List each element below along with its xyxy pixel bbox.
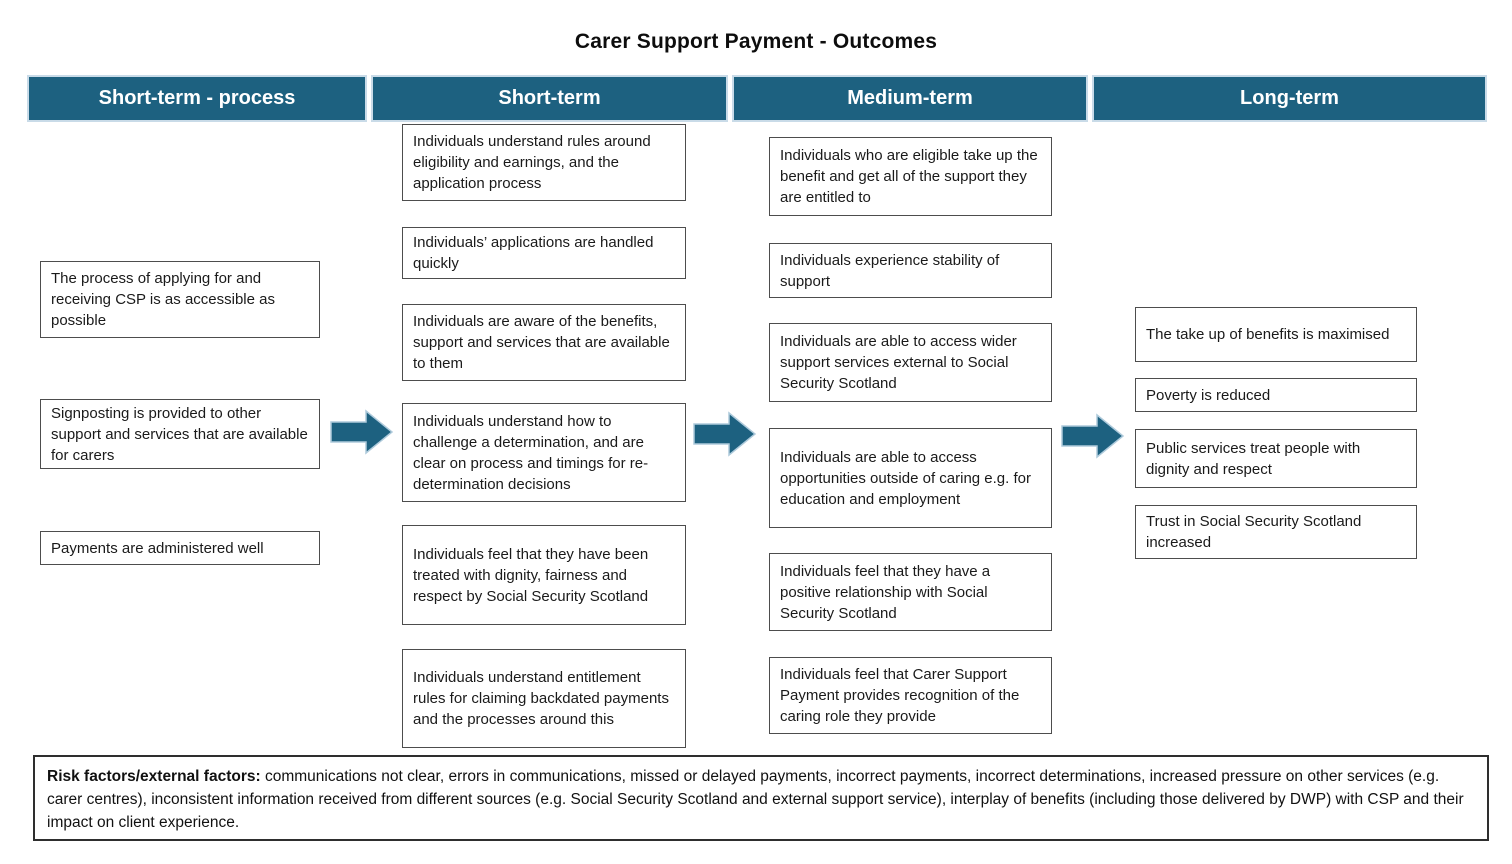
short-term-process-box-1: The process of applying for and receivin…: [40, 261, 320, 338]
medium-term-box-5: Individuals feel that they have a positi…: [769, 553, 1052, 631]
medium-term-box-1: Individuals who are eligible take up the…: [769, 137, 1052, 216]
short-term-box-6: Individuals understand entitlement rules…: [402, 649, 686, 748]
risk-factors-note: Risk factors/external factors: communica…: [33, 755, 1489, 841]
long-term-box-4: Trust in Social Security Scotland increa…: [1135, 505, 1417, 559]
short-term-box-2: Individuals’ applications are handled qu…: [402, 227, 686, 279]
medium-term-box-2: Individuals experience stability of supp…: [769, 243, 1052, 298]
risk-factors-label: Risk factors/external factors:: [47, 768, 261, 785]
medium-term-box-3: Individuals are able to access wider sup…: [769, 323, 1052, 402]
page-title: Carer Support Payment - Outcomes: [574, 30, 938, 53]
short-term-process-box-3: Payments are administered well: [40, 531, 320, 565]
short-term-process-box-2: Signposting is provided to other support…: [40, 399, 320, 469]
medium-term-box-4: Individuals are able to access opportuni…: [769, 428, 1052, 528]
column-header-short-term-process: Short-term - process: [27, 75, 367, 122]
short-term-box-3: Individuals are aware of the benefits, s…: [402, 304, 686, 381]
long-term-box-2: Poverty is reduced: [1135, 378, 1417, 412]
short-term-box-4: Individuals understand how to challenge …: [402, 403, 686, 502]
arrow-right-icon: [693, 411, 757, 457]
long-term-box-1: The take up of benefits is maximised: [1135, 307, 1417, 362]
arrow-right-icon: [330, 409, 394, 455]
medium-term-box-6: Individuals feel that Carer Support Paym…: [769, 657, 1052, 734]
risk-factors-text: communications not clear, errors in comm…: [47, 768, 1464, 831]
short-term-box-5: Individuals feel that they have been tre…: [402, 525, 686, 625]
column-header-long-term: Long-term: [1092, 75, 1487, 122]
column-header-short-term: Short-term: [371, 75, 728, 122]
short-term-box-1: Individuals understand rules around elig…: [402, 124, 686, 201]
arrow-right-icon: [1061, 413, 1125, 459]
column-header-medium-term: Medium-term: [732, 75, 1088, 122]
long-term-box-3: Public services treat people with dignit…: [1135, 429, 1417, 488]
